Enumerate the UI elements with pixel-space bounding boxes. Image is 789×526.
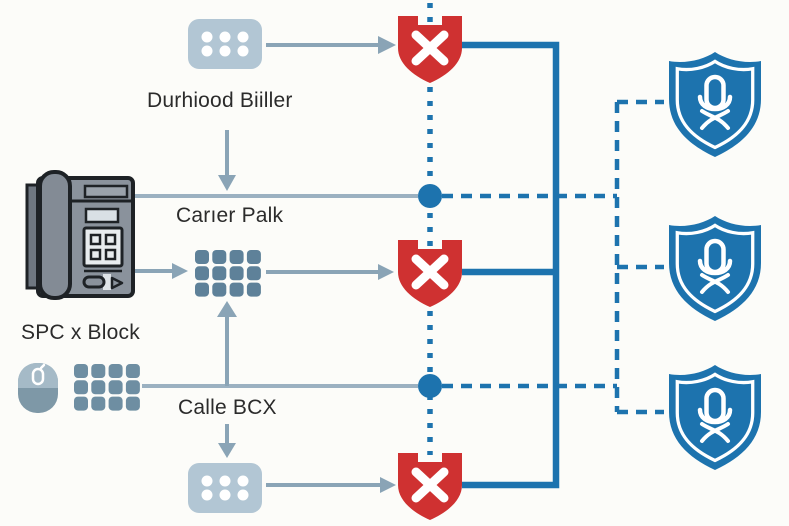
keypad-icon-bottom [188, 463, 262, 513]
mouse-icon [18, 363, 58, 413]
label-carrier: Carıer Palk [176, 204, 284, 227]
dashed-connectors [442, 99, 664, 415]
solid-blue-bus-line [458, 41, 560, 489]
label-top-source: Durhiood Biiller [147, 89, 293, 112]
flow-arrows [135, 36, 396, 493]
block-shield-icon-middle [398, 240, 462, 307]
mic-shield-icon-middle [669, 216, 761, 321]
keypad-icon-top [188, 19, 262, 69]
dialpad-icon-middle [195, 250, 261, 297]
junction-dot-lower [418, 374, 442, 398]
phone-icon [25, 170, 135, 300]
mic-shield-icon-top [669, 52, 761, 157]
junction-dot-upper [418, 184, 442, 208]
mic-shield-icon-bottom [669, 365, 761, 470]
block-shield-icon-bottom [398, 453, 462, 520]
block-shield-icon-top [398, 16, 462, 83]
label-bottom-source: Calle BCX [178, 396, 277, 419]
dialpad-icon-lower [74, 364, 140, 411]
label-phone: SPC x Block [21, 321, 140, 344]
